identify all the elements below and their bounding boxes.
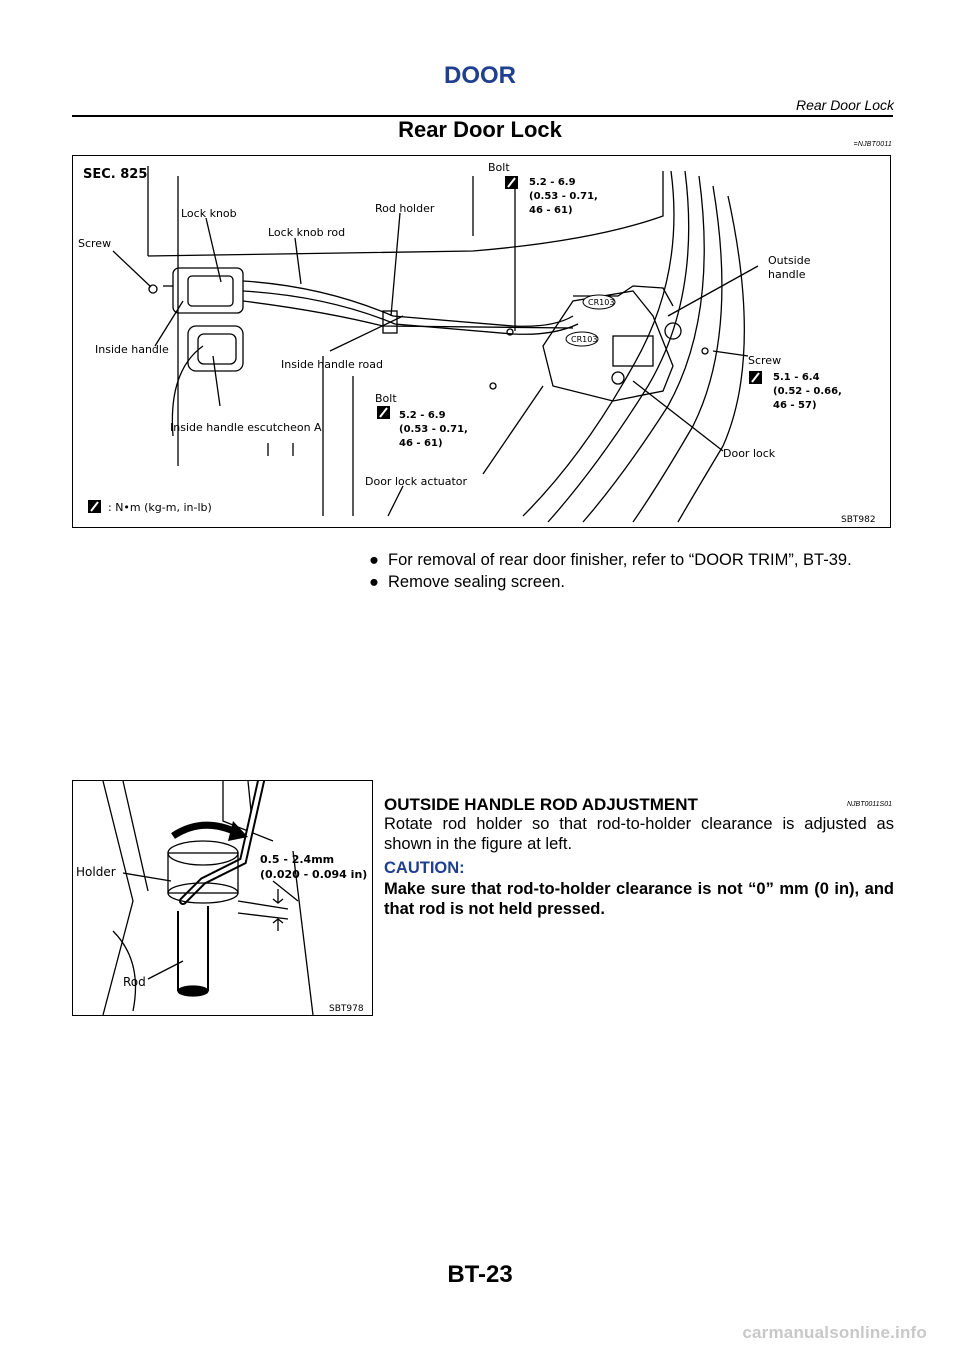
torque-top-line2: (0.53 - 0.71, (529, 191, 598, 202)
section-number: SEC. 825 (83, 167, 147, 182)
cr-plate-label: CR103 (571, 335, 597, 344)
clearance-dim-1: 0.5 - 2.4mm (260, 853, 334, 866)
torque-bottom-line3: 46 - 61) (399, 438, 443, 449)
label-rod: Rod (123, 975, 146, 989)
rod-holder-diagram: Holder Rod 0.5 - 2.4mm (0.020 - 0.094 in… (72, 777, 373, 1016)
adjustment-text: Rotate rod holder so that rod-to-holder … (384, 815, 894, 853)
cr-plate-label: CR103 (588, 298, 614, 307)
bullet-text: For removal of rear door finisher, refer… (388, 551, 852, 569)
rear-door-lock-illustration: CR103 CR103 SEC. 825 Screw Lock knob Loc… (78, 161, 876, 525)
label-outside-handle-1: Outside (768, 254, 811, 267)
label-outside-handle-2: handle (768, 268, 806, 281)
list-item: ● For removal of rear door finisher, ref… (369, 550, 894, 570)
header-rule (72, 115, 893, 117)
rear-door-lock-diagram: CR103 CR103 SEC. 825 Screw Lock knob Loc… (72, 155, 891, 528)
label-rod-holder: Rod holder (375, 202, 435, 215)
label-holder: Holder (76, 865, 116, 879)
label-inside-handle-escutcheon: Inside handle escutcheon A (170, 421, 322, 434)
caution-label: CAUTION: (384, 859, 465, 877)
label-screw-left: Screw (78, 237, 111, 250)
torque-wrench-icon (88, 500, 101, 513)
torque-bottom-line2: (0.53 - 0.71, (399, 424, 468, 435)
bullet-text: Remove sealing screen. (388, 573, 566, 591)
label-lock-knob: Lock knob (181, 207, 237, 220)
clearance-dim-2: (0.020 - 0.094 in) (260, 868, 367, 881)
torque-wrench-icon (377, 406, 390, 419)
adjustment-ref-code: NJBT0011S01 (846, 801, 892, 808)
header-subtitle: Rear Door Lock (795, 97, 894, 113)
torque-wrench-icon (505, 176, 518, 189)
list-item: ● Remove sealing screen. (369, 572, 894, 592)
label-inside-handle-road: Inside handle road (281, 358, 383, 371)
torque-top-line3: 46 - 61) (529, 205, 573, 216)
label-bolt-top: Bolt (488, 161, 510, 174)
section-title: Rear Door Lock (398, 117, 562, 142)
label-inside-handle: Inside handle (95, 343, 169, 356)
watermark: carmanualsonline.info (742, 1323, 927, 1342)
header-title: DOOR (444, 62, 516, 89)
torque-right-line2: (0.52 - 0.66, (773, 386, 842, 397)
torque-wrench-icon (749, 371, 762, 384)
page-number: BT-23 (447, 1261, 513, 1288)
torque-bottom-line1: 5.2 - 6.9 (399, 410, 446, 421)
torque-right-line1: 5.1 - 6.4 (773, 372, 820, 383)
figure-code: SBT982 (841, 515, 876, 525)
rod-holder-illustration: Holder Rod 0.5 - 2.4mm (0.020 - 0.094 in… (76, 777, 367, 1016)
removal-notes: ● For removal of rear door finisher, ref… (369, 550, 894, 594)
bullet-icon: ● (369, 551, 379, 569)
adjustment-heading: OUTSIDE HANDLE ROD ADJUSTMENT (384, 795, 698, 814)
torque-top-line1: 5.2 - 6.9 (529, 177, 576, 188)
bullet-icon: ● (369, 573, 379, 591)
label-screw-right: Screw (748, 354, 781, 367)
section-ref-code: =NJBT0011 (853, 141, 892, 148)
label-lock-knob-rod: Lock knob rod (268, 226, 345, 239)
caution-text: Make sure that rod-to-holder clearance i… (384, 880, 894, 918)
figure-code: SBT978 (329, 1004, 364, 1014)
label-door-lock-actuator: Door lock actuator (365, 475, 468, 488)
rotate-arrow-icon (171, 821, 240, 839)
torque-right-line3: 46 - 57) (773, 400, 817, 411)
torque-units-legend: : N•m (kg-m, in-lb) (108, 501, 212, 514)
label-door-lock: Door lock (723, 447, 776, 460)
label-bolt-bottom: Bolt (375, 392, 397, 405)
